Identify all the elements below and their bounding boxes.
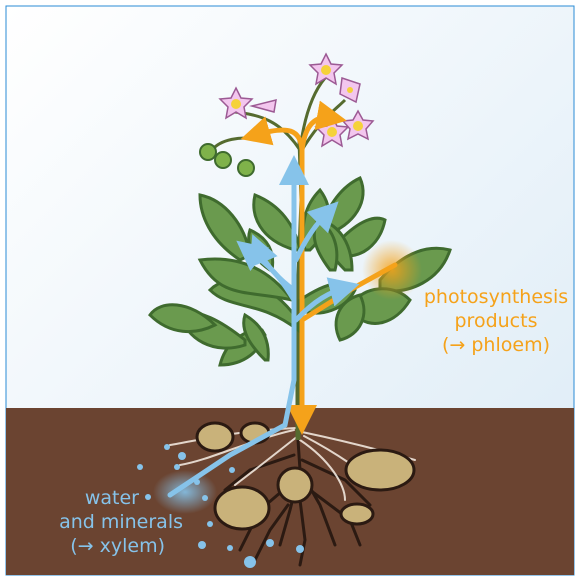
phloem-label-line2: products xyxy=(455,310,538,332)
water-uptake-glow xyxy=(153,470,217,514)
xylem-label-line3: (→ xylem) xyxy=(70,535,165,557)
phloem-label-line3: (→ phloem) xyxy=(442,334,550,356)
light-absorption-glow xyxy=(362,240,422,300)
tuber xyxy=(341,504,373,524)
xylem-label-line2: and minerals xyxy=(59,511,183,533)
tuber xyxy=(278,468,312,502)
phloem-label-line1: photosynthesis xyxy=(424,286,568,308)
xylem-label-line1: water xyxy=(85,487,139,509)
tuber xyxy=(197,423,233,451)
tuber xyxy=(346,450,414,490)
tuber xyxy=(215,487,269,529)
